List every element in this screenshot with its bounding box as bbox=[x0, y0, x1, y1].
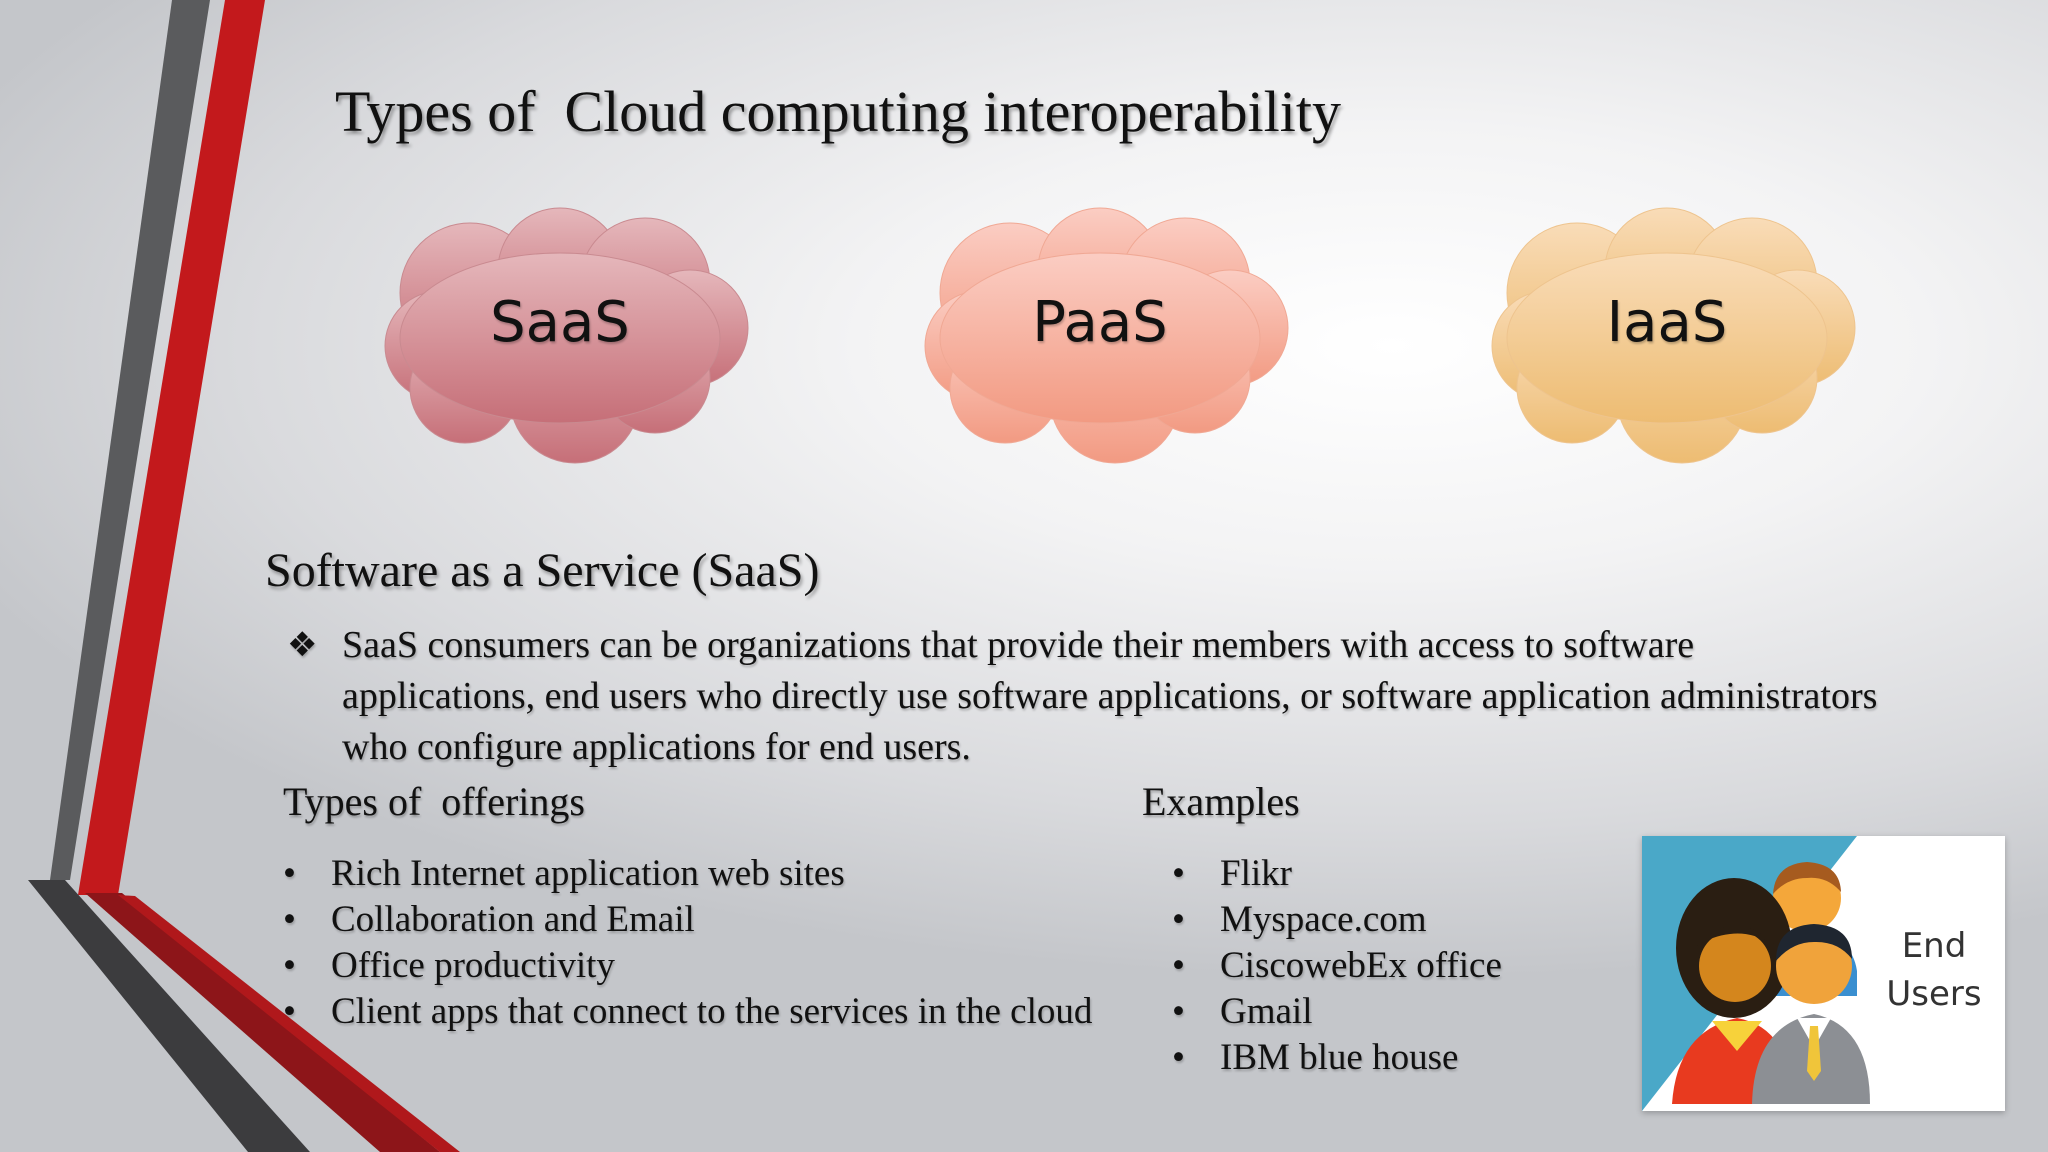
slide-title: Types of Cloud computing interoperabilit… bbox=[335, 79, 1341, 144]
offerings-heading: Types of offerings bbox=[283, 779, 585, 824]
cloud-label-paas: PaaS bbox=[1032, 290, 1168, 355]
cloud-label-iaas: IaaS bbox=[1606, 290, 1728, 355]
red-stripe bbox=[78, 0, 265, 895]
cloud-label-saas: SaaS bbox=[490, 290, 630, 355]
end-users-label: End Users bbox=[1874, 922, 1994, 1018]
end-users-label-line1: End bbox=[1901, 926, 1967, 966]
end-users-icon bbox=[1642, 836, 1870, 1111]
saas-description-text: SaaS consumers can be organizations that… bbox=[342, 624, 1878, 768]
list-item: Client apps that connect to the services… bbox=[283, 989, 1092, 1035]
cloud-iaas: IaaS bbox=[1462, 198, 1872, 468]
list-item: CiscowebEx office bbox=[1172, 943, 1502, 989]
list-item: Office productivity bbox=[283, 943, 1092, 989]
list-item: Flikr bbox=[1172, 851, 1502, 897]
examples-heading: Examples bbox=[1142, 779, 1300, 824]
bottom-red-stripe bbox=[85, 893, 440, 1152]
cloud-saas: SaaS bbox=[355, 198, 765, 468]
offerings-list: Rich Internet application web sites Coll… bbox=[283, 851, 1092, 1035]
list-item: Rich Internet application web sites bbox=[283, 851, 1092, 897]
end-users-image: End Users bbox=[1642, 836, 2005, 1111]
cloud-paas: PaaS bbox=[895, 198, 1305, 468]
list-item: IBM blue house bbox=[1172, 1035, 1502, 1081]
examples-list: Flikr Myspace.com CiscowebEx office Gmai… bbox=[1172, 851, 1502, 1081]
list-item: Gmail bbox=[1172, 989, 1502, 1035]
saas-description: ❖ SaaS consumers can be organizations th… bbox=[287, 620, 1887, 773]
section-title: Software as a Service (SaaS) bbox=[265, 544, 820, 597]
list-item: Collaboration and Email bbox=[283, 897, 1092, 943]
list-item: Myspace.com bbox=[1172, 897, 1502, 943]
end-users-label-line2: Users bbox=[1886, 974, 1982, 1014]
diamond-bullet-icon: ❖ bbox=[287, 625, 318, 665]
gray-stripe bbox=[50, 0, 210, 880]
bottom-dark-stripe bbox=[28, 880, 310, 1152]
